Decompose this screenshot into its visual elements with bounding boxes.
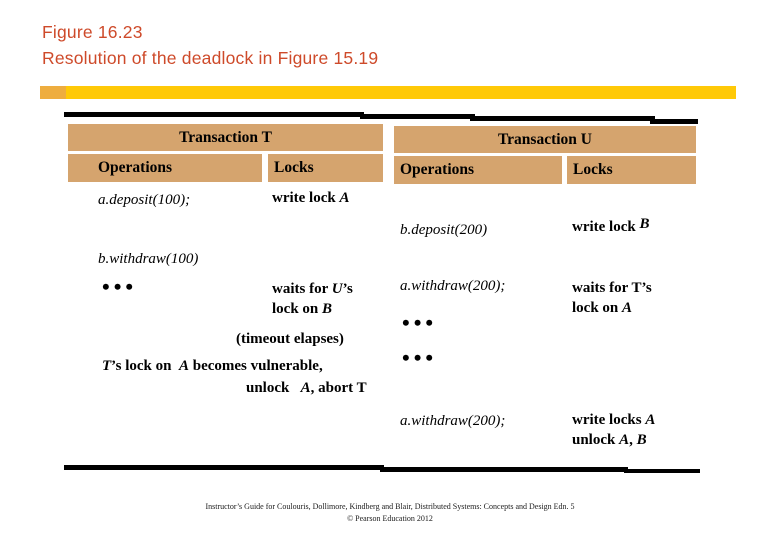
u-lock-write-lock-b: write lock B xyxy=(572,216,650,237)
table-top-border-seg3 xyxy=(470,116,655,121)
u-lock3-variable: A xyxy=(645,412,656,428)
footer-line-2: © Pearson Education 2012 xyxy=(347,514,433,523)
unlock-abort-note: unlock A, abort T xyxy=(246,379,367,398)
t-waits-text: waits for xyxy=(272,281,332,297)
u-operation-a-withdraw-2: a.withdraw(200); xyxy=(400,413,506,429)
u-unlock-text: unlock xyxy=(572,432,620,448)
vuln-text-mid: ’s lock on xyxy=(111,358,179,374)
u-operation-a-withdraw: a.withdraw(200); xyxy=(400,278,506,294)
u-operation-b-deposit: b.deposit(200) xyxy=(400,222,488,238)
u-lock-on-a: lock on A xyxy=(572,299,632,318)
t-waits-for-us: waits for U’s xyxy=(272,280,353,299)
t-waits-variable: U xyxy=(331,281,343,297)
u-unlock-variable-b: B xyxy=(636,432,647,448)
table-bottom-border-seg2 xyxy=(380,467,628,472)
u-waits-for-ts: waits for T’s xyxy=(572,280,652,296)
transaction-t-header: Transaction T xyxy=(68,124,383,151)
u-locks-column-header: Locks xyxy=(567,156,696,184)
t-ellipsis-dots: ••• xyxy=(102,274,138,299)
transaction-u-header: Transaction U xyxy=(394,126,696,153)
u-lockon-text: lock on xyxy=(572,300,623,316)
u-operations-column-header: Operations xyxy=(394,156,562,184)
u-lock1-variable: B xyxy=(639,216,650,232)
t-lockon-variable: B xyxy=(322,301,333,317)
accent-bar-tip xyxy=(40,86,66,99)
vuln-variable-a: A xyxy=(178,358,189,374)
unlock-variable-a: A xyxy=(300,380,311,396)
u-lock1-text: write lock xyxy=(572,219,640,235)
t-lock-on-b: lock on B xyxy=(272,300,332,319)
table-top-border-seg4 xyxy=(650,119,698,124)
table-bottom-border-seg1 xyxy=(64,465,384,470)
table-top-border-seg2 xyxy=(360,114,475,119)
t-lock-vulnerable-note: T’s lock on A becomes vulnerable, xyxy=(102,357,323,376)
t-locks-column-header: Locks xyxy=(268,154,383,182)
slide-title: Figure 16.23 Resolution of the deadlock … xyxy=(42,19,378,71)
u-ellipsis-dots-1: ••• xyxy=(402,310,438,335)
u-lock3-text: write locks xyxy=(572,412,646,428)
u-lockon-variable: A xyxy=(622,300,633,316)
u-unlock-separator: , xyxy=(629,432,637,448)
t-operation-b-withdraw: b.withdraw(100) xyxy=(98,251,199,267)
timeout-note: (timeout elapses) xyxy=(236,331,344,347)
t-lock1-text: write lock xyxy=(272,190,340,206)
unlock-text: unlock xyxy=(246,380,301,396)
vuln-variable-t: T xyxy=(102,358,112,374)
u-unlock-variable-a: A xyxy=(619,432,630,448)
u-write-locks-a: write locks A xyxy=(572,411,655,430)
t-lock1-variable: A xyxy=(339,190,350,206)
t-waits-suffix: ’s xyxy=(342,281,353,297)
t-operations-column-header: Operations xyxy=(68,154,262,182)
accent-bar xyxy=(40,86,736,99)
slide-footer: Instructor’s Guide for Coulouris, Dollim… xyxy=(0,501,780,525)
t-lock-write-lock-a: write lock A xyxy=(272,189,350,208)
t-lockon-text: lock on xyxy=(272,301,323,317)
title-line-1: Figure 16.23 xyxy=(42,22,143,42)
u-unlock-a-b: unlock A, B xyxy=(572,431,647,450)
table-top-border-seg1 xyxy=(64,112,364,117)
t-operation-a-deposit: a.deposit(100); xyxy=(98,192,191,208)
u-ellipsis-dots-2: ••• xyxy=(402,345,438,370)
footer-line-1: Instructor’s Guide for Coulouris, Dollim… xyxy=(205,502,575,511)
unlock-text-post: , abort T xyxy=(310,380,367,396)
title-line-2: Resolution of the deadlock in Figure 15.… xyxy=(42,48,379,68)
vuln-text-post: becomes vulnerable, xyxy=(188,358,323,374)
table-bottom-border-seg3 xyxy=(624,469,700,473)
